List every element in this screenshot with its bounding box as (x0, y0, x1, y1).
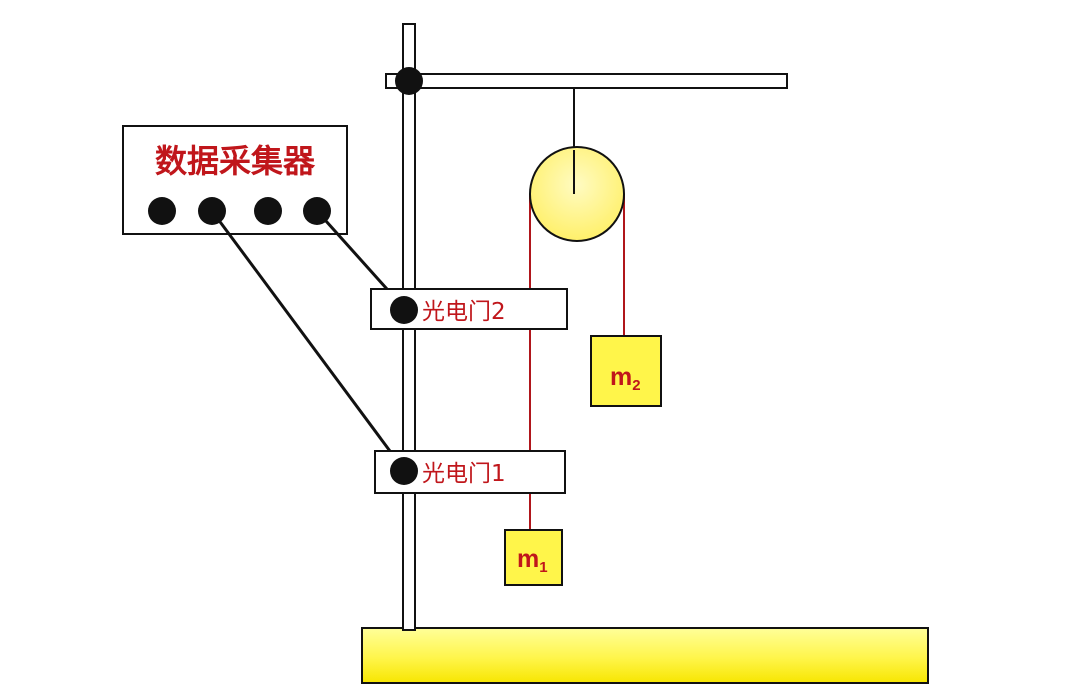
clamp-joint (395, 67, 423, 95)
mass-m1-subscript: 1 (539, 559, 547, 576)
pulley-wheel (529, 146, 625, 242)
wire-to-gate-1 (210, 210, 406, 471)
photogate-2-label: 光电门2 (422, 299, 506, 325)
mass-m2-subscript: 2 (632, 377, 640, 394)
photogate-1-sensor (390, 457, 418, 485)
mass-m1-label: m1 (517, 545, 548, 576)
mass-m2-symbol: m (610, 363, 632, 391)
photogate-1-label: 光电门1 (422, 461, 506, 487)
collector-port-1 (148, 197, 176, 225)
mass-m2-label: m2 (610, 363, 641, 394)
mass-m1-block (504, 529, 563, 586)
photogate-2-sensor (390, 296, 418, 324)
mass-m2-block (590, 335, 662, 407)
collector-port-4 (303, 197, 331, 225)
mass-m1-symbol: m (517, 545, 539, 573)
collector-port-2 (198, 197, 226, 225)
collector-port-3 (254, 197, 282, 225)
base-plate (361, 627, 929, 684)
data-collector-title: 数据采集器 (155, 142, 316, 180)
crossbar (385, 73, 788, 89)
